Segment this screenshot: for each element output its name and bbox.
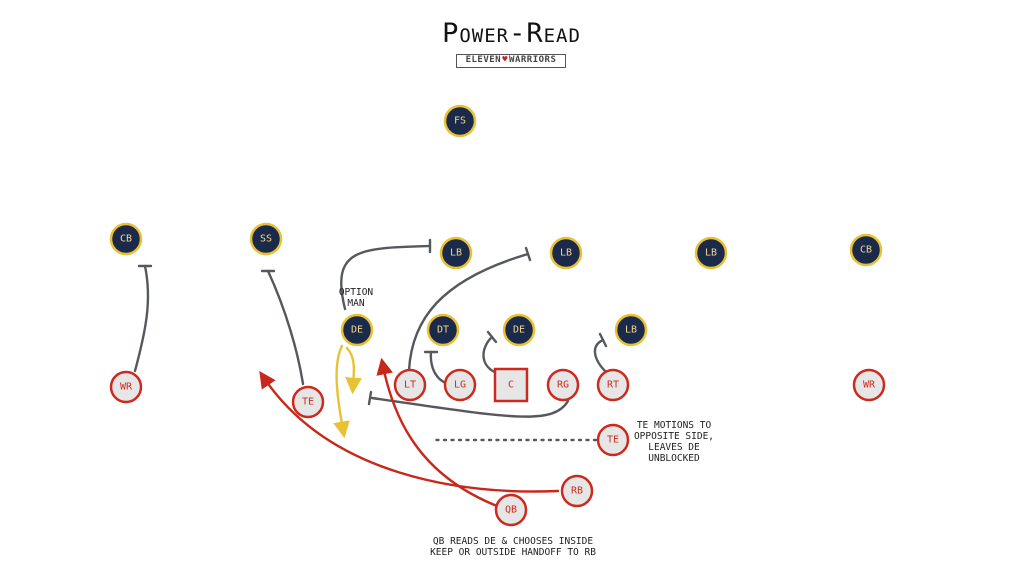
player-lg: LG: [443, 368, 477, 402]
player-lb-2: LB: [549, 236, 583, 270]
brand-left: ELEVEN: [465, 55, 502, 65]
player-fs: FS: [443, 104, 477, 138]
player-lb-4-label: LB: [625, 325, 637, 336]
player-wr-left: WR: [109, 370, 143, 404]
player-de-left: DE: [340, 313, 374, 347]
player-cb-left: CB: [109, 222, 143, 256]
player-lt-label: LT: [404, 380, 416, 391]
player-qb-label: QB: [505, 505, 517, 516]
qb-reads-line-2: KEEP OR OUTSIDE HANDOFF TO RB: [430, 547, 596, 558]
rg-pull-route: [370, 396, 570, 418]
te-left-kickout-route: [266, 269, 305, 386]
player-lb-3: LB: [694, 236, 728, 270]
wr-left-block-route: [133, 264, 150, 373]
player-ss-label: SS: [260, 234, 272, 245]
player-de-right: DE: [502, 313, 536, 347]
option-man-line-1: OPTION: [338, 287, 374, 298]
player-rg: RG: [546, 368, 580, 402]
player-lb-1: LB: [439, 236, 473, 270]
player-fs-label: FS: [454, 116, 466, 127]
player-cb-left-label: CB: [120, 234, 132, 245]
player-dt-label: DT: [437, 325, 449, 336]
de-read-path-outside: [345, 346, 362, 395]
player-te-motion: TE: [596, 423, 630, 457]
player-te-left-label: TE: [302, 397, 314, 408]
option-man-note: OPTION MAN: [318, 287, 394, 309]
rt-block-route: [593, 338, 608, 374]
player-wr-right-label: WR: [863, 380, 876, 391]
player-cb-right: CB: [849, 233, 883, 267]
te-motion-line-3: LEAVES DE: [648, 442, 700, 453]
player-te-motion-label: TE: [607, 435, 619, 446]
player-lb-3-label: LB: [705, 248, 717, 259]
player-qb: QB: [494, 493, 528, 527]
te-motion-line-1: TE MOTIONS TO: [636, 420, 712, 431]
player-c-label: C: [508, 380, 514, 391]
offense: WR TE LT LG C RG RT WR TE RB QB: [109, 367, 886, 527]
player-rb-label: RB: [571, 486, 583, 497]
brand-logo: ELEVEN♥WARRIORS: [456, 54, 566, 68]
brand-right: WARRIORS: [509, 55, 557, 65]
te-motion-line-4: UNBLOCKED: [648, 453, 700, 464]
backside-lb-block-route: [340, 244, 432, 311]
player-de-left-label: DE: [351, 325, 363, 336]
player-ss: SS: [249, 222, 283, 256]
c-block-end: [486, 330, 498, 344]
player-cb-right-label: CB: [860, 245, 872, 256]
play-title: Power-Read: [442, 18, 581, 49]
heart-icon: ♥: [502, 55, 509, 65]
te-motion-note: TE MOTIONS TO OPPOSITE SIDE, LEAVES DE U…: [628, 420, 720, 464]
player-lg-label: LG: [454, 380, 466, 391]
player-lb-1-label: LB: [450, 248, 462, 259]
rb-handoff-route: [259, 371, 560, 493]
qb-reads-line-1: QB READS DE & CHOOSES INSIDE: [432, 536, 594, 547]
player-wr-right: WR: [852, 368, 886, 402]
qb-reads-note: QB READS DE & CHOOSES INSIDE KEEP OR OUT…: [405, 536, 621, 558]
te-motion-line-2: OPPOSITE SIDE,: [633, 431, 715, 442]
player-de-right-label: DE: [513, 325, 525, 336]
player-wr-left-label: WR: [120, 382, 133, 393]
lt-block-route: [407, 252, 530, 372]
player-dt: DT: [426, 313, 460, 347]
player-rt-label: RT: [607, 380, 619, 391]
player-lb-2-label: LB: [560, 248, 572, 259]
player-lt: LT: [393, 368, 427, 402]
player-rb: RB: [560, 474, 594, 508]
qb-keep-route: [376, 357, 499, 508]
rt-block-end: [598, 332, 608, 348]
player-rg-label: RG: [557, 380, 569, 391]
de-read-path-inside: [333, 344, 350, 439]
player-lb-4: LB: [614, 313, 648, 347]
defense: FS CB SS LB LB LB CB DE DT DE LB: [109, 104, 883, 347]
player-te-left: TE: [291, 385, 325, 419]
rg-pull-end: [367, 390, 373, 406]
player-c: C: [493, 367, 529, 403]
lt-block-end: [524, 246, 532, 262]
player-rt: RT: [596, 368, 630, 402]
option-man-line-2: MAN: [347, 298, 365, 309]
